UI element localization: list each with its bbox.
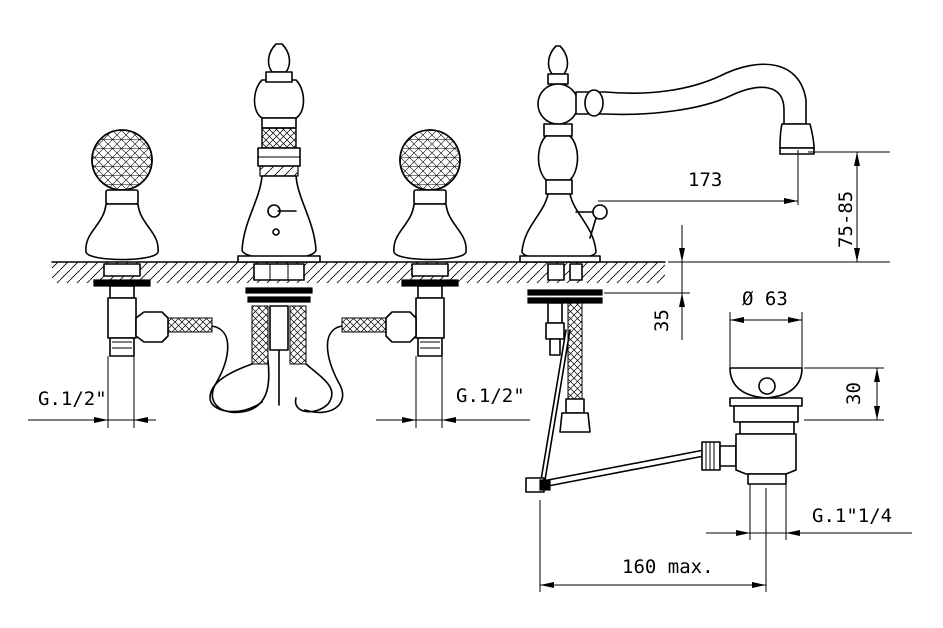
center-lift-rod-tower — [209, 43, 333, 413]
dim-label-deck-thickness: 35 — [651, 309, 673, 332]
left-valve — [85, 129, 270, 414]
dim-label-drain-thread: G.1"1/4 — [812, 505, 892, 527]
spout-assembly — [519, 45, 815, 433]
right-valve — [304, 129, 467, 414]
dim-label-spout-height: 75-85 — [835, 191, 857, 248]
dim-label-right-valve-thread: G.1/2" — [456, 385, 525, 407]
dim-label-left-valve-thread: G.1/2" — [38, 388, 107, 410]
dim-label-lever-length: 160 max. — [622, 556, 714, 578]
dim-label-drain-diameter: Ø 63 — [742, 288, 788, 310]
pop-up-drain — [525, 329, 803, 493]
dim-label-spout-reach: 173 — [688, 169, 722, 191]
dim-label-drain-height: 30 — [843, 382, 865, 405]
dimension-lines — [28, 150, 912, 592]
